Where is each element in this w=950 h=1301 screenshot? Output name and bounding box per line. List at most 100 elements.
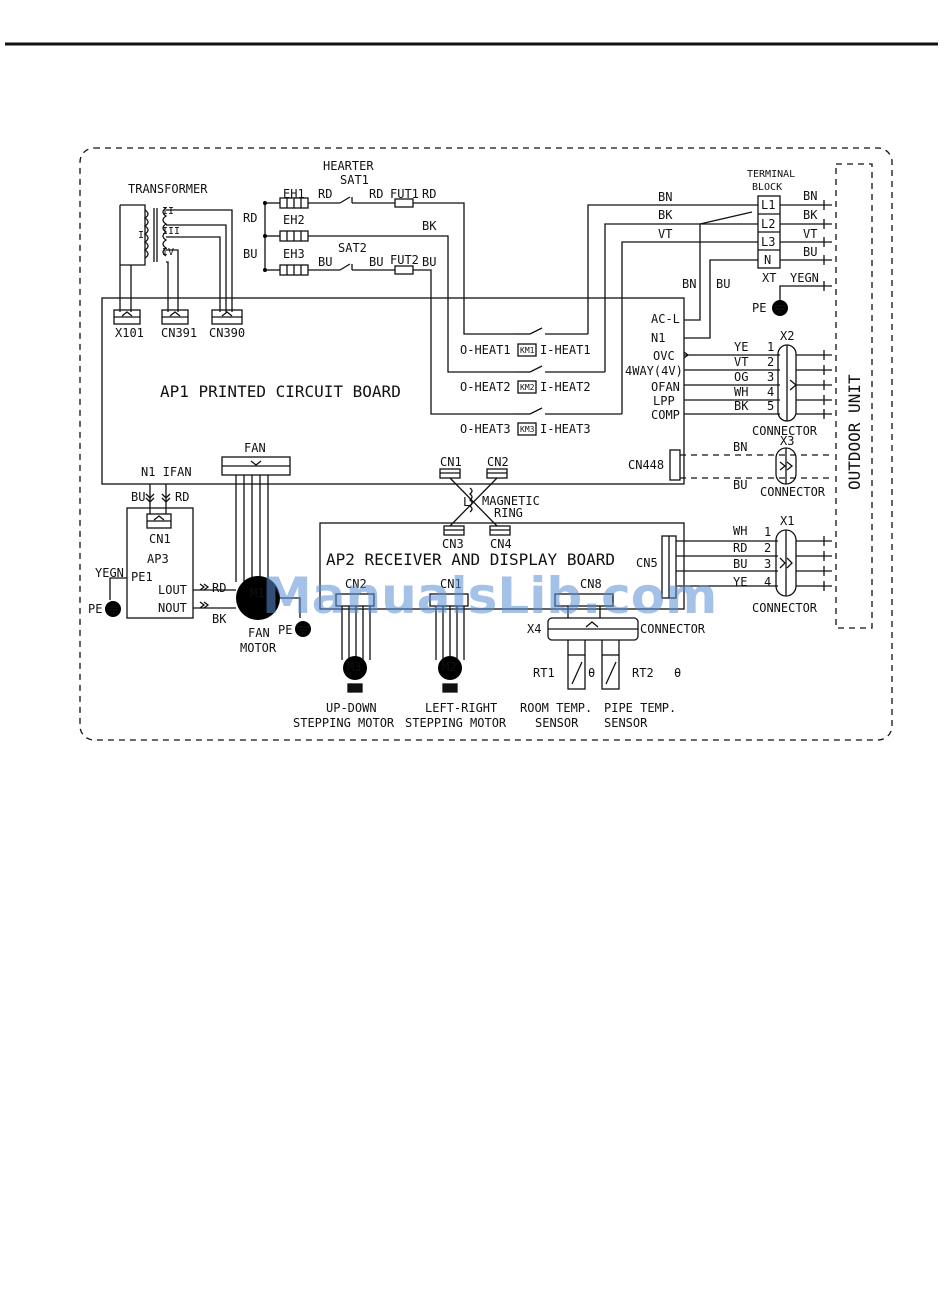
o-heat2-label: O-HEAT2 (460, 380, 511, 394)
bu-left-label: BU (243, 247, 257, 261)
x2-bk: BK (734, 399, 749, 413)
eh3-label: EH3 (283, 247, 305, 261)
room-label-1: ROOM TEMP. (520, 701, 592, 715)
ofan-label: OFAN (651, 380, 680, 394)
connector-x3-label: CONNECTOR (760, 485, 826, 499)
ap3-label: AP3 (147, 552, 169, 566)
pipe-label-1: PIPE TEMP. (604, 701, 676, 715)
ground-right-icon (772, 300, 788, 316)
x2-n5: 5 (767, 399, 774, 413)
x2-wiring (683, 344, 832, 422)
sat1-label: SAT1 (340, 173, 369, 187)
x1-label: X1 (780, 514, 794, 528)
terminal-label-1: TERMINAL (747, 169, 795, 180)
bn-down-label: BN (682, 277, 696, 291)
fan-motor-icon (236, 576, 301, 620)
ap2-board (319, 522, 685, 610)
x3-wiring (669, 447, 832, 485)
n1-right-label: N1 (651, 331, 665, 345)
tx-iv: IV (162, 247, 174, 258)
x1-n1: 1 (764, 525, 771, 539)
ap3-wiring (109, 484, 236, 619)
sensor-wiring (547, 593, 639, 690)
cn1-ap2-label: CN1 (440, 577, 462, 591)
bk-top-label: BK (658, 208, 673, 222)
pipe-label-2: SENSOR (604, 716, 648, 730)
theta2-label: θ (674, 666, 681, 680)
ovc-label: OVC (653, 349, 675, 363)
indoor-unit-frame (79, 147, 893, 741)
vt-top-label: VT (658, 227, 672, 241)
cn1-ap3-label: CN1 (149, 532, 171, 546)
bu-c-label: BU (422, 255, 436, 269)
x2-n4: 4 (767, 385, 774, 399)
o-heat1-label: O-HEAT1 (460, 343, 511, 357)
km3-label: KM3 (520, 425, 535, 434)
n1-ifan-label: N1 IFAN (141, 465, 192, 479)
magnetic-label-1: MAGNETIC (482, 494, 540, 508)
bu-ap3-label: BU (131, 490, 145, 504)
x101-label: X101 (115, 326, 144, 340)
transformer-icon (119, 204, 233, 312)
out-vt-label: VT (803, 227, 817, 241)
out-bu-label: BU (803, 245, 817, 259)
x2-vt: VT (734, 355, 748, 369)
bk-mid-label: BK (422, 219, 437, 233)
pe-left-label: PE (88, 602, 102, 616)
heater-wiring (263, 196, 515, 415)
ap1-board (101, 297, 685, 485)
cn4-label: CN4 (490, 537, 512, 551)
magnetic-ring (439, 468, 511, 536)
out-bk-label: BK (803, 208, 818, 222)
connector-x1-label: CONNECTOR (752, 601, 818, 615)
x1-ye: YE (733, 575, 747, 589)
km1-label: KM1 (520, 346, 535, 355)
x1-n4: 4 (764, 575, 771, 589)
cn3-label: CN3 (442, 537, 464, 551)
ap1-label: AP1 PRINTED CIRCUIT BOARD (160, 382, 401, 401)
stepping-motor-wiring (335, 593, 469, 660)
bu-down-label: BU (716, 277, 730, 291)
hearter-label: HEARTER (323, 159, 374, 173)
ground-left-icon (105, 601, 121, 617)
sat2-label: SAT2 (338, 241, 367, 255)
tx-i: I (138, 230, 144, 241)
x1-wiring (661, 529, 832, 599)
rd-a-label: RD (318, 187, 332, 201)
watermark: ManualsLib.com (262, 567, 717, 625)
x3-label: X3 (780, 434, 794, 448)
fan-connector (221, 456, 291, 582)
fut2-label: FUT2 (390, 253, 419, 267)
tx-ii: II (162, 206, 174, 217)
cn391-connector (161, 309, 189, 325)
x2-og: OG (734, 370, 748, 384)
out-bn-label: BN (803, 189, 817, 203)
lout-label: LOUT (158, 583, 187, 597)
x1-n3: 3 (764, 557, 771, 571)
updown-label-1: UP-DOWN (326, 701, 377, 715)
relay-contacts (515, 327, 622, 436)
m3-label: M3 (347, 660, 361, 674)
bu-a-label: BU (318, 255, 332, 269)
m3-motor-icon (343, 656, 367, 693)
pe-right-label: PE (752, 301, 766, 315)
updown-label-2: STEPPING MOTOR (293, 716, 395, 730)
cn5-label: CN5 (636, 556, 658, 570)
l1-label: L1 (761, 198, 775, 212)
cn390-connector (211, 309, 243, 325)
magnetic-label-2: RING (494, 506, 523, 520)
outdoor-unit-box (835, 163, 873, 629)
pe1-label: PE1 (131, 570, 153, 584)
fourway-label: 4WAY(4V) (625, 364, 683, 378)
x1-rd: RD (733, 541, 747, 555)
nout-label: NOUT (158, 601, 187, 615)
x2-n1: 1 (767, 340, 774, 354)
cn390-label: CN390 (209, 326, 245, 340)
bk-m1-label: BK (212, 612, 227, 626)
i-heat1-label: I-HEAT1 (540, 343, 591, 357)
cn8-label: CN8 (580, 577, 602, 591)
rd-m1-label: RD (212, 581, 226, 595)
x1-bu: BU (733, 557, 747, 571)
connector-x2-label: CONNECTOR (752, 424, 818, 438)
